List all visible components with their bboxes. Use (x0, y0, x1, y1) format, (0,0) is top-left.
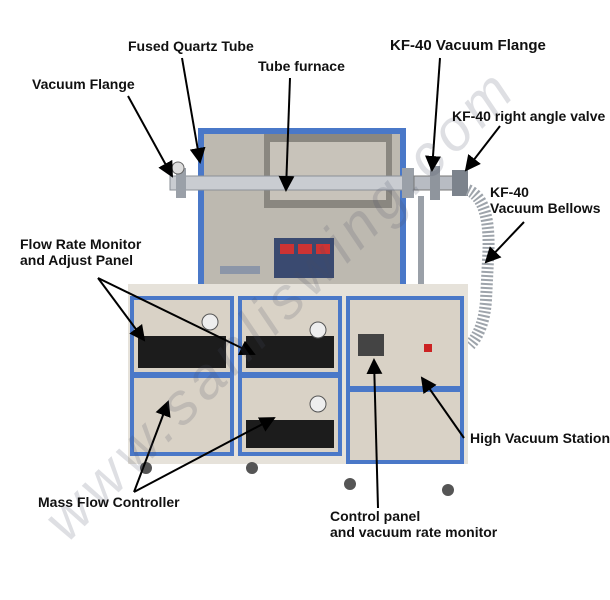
arrow-kf40-bellows (484, 221, 525, 264)
label-high-vacuum-station: High Vacuum Station (470, 430, 610, 446)
left-vacuum-flange (176, 168, 186, 198)
right-flange (402, 168, 414, 198)
left-pressure-gauge (201, 313, 219, 331)
label-control-panel-line1: Control panel (330, 508, 421, 524)
caster-wheel (344, 478, 356, 490)
label-kf40-bellows-line2: Vacuum Bellows (490, 200, 601, 216)
high-vacuum-station (350, 392, 460, 460)
middle-mfc-gauge (309, 395, 327, 413)
label-fused-quartz-tube: Fused Quartz Tube (128, 38, 254, 54)
middle-flow-display (246, 336, 334, 368)
tube-furnace (198, 128, 406, 298)
arrow-kf40-vacuum-flange (425, 57, 441, 172)
callout-arrows (97, 57, 525, 509)
left-flow-display (138, 336, 226, 368)
arrow-fused-quartz-tube (181, 57, 206, 164)
arrow-mfc-middle (133, 417, 276, 493)
middle-mfc-display (246, 420, 334, 448)
caster-wheel (246, 462, 258, 474)
arrow-flow-panel-middle (97, 277, 256, 356)
label-kf40-bellows-line1: KF-40 (490, 184, 529, 200)
kf40-right-angle-valve (452, 170, 468, 196)
label-control-panel-line2: and vacuum rate monitor (330, 524, 498, 540)
arrow-tube-furnace (278, 77, 295, 192)
arrow-control-panel (366, 358, 383, 509)
label-tube-furnace: Tube furnace (258, 58, 345, 74)
power-switch (424, 344, 432, 352)
arrow-vacuum-flange (127, 95, 173, 178)
arrow-flow-panel-left (97, 277, 146, 342)
support-rod (418, 196, 424, 286)
kf40-vacuum-flange (430, 166, 440, 200)
label-kf40-right-angle-valve: KF-40 right angle valve (452, 108, 606, 124)
label-flow-rate-line2: and Adjust Panel (20, 252, 134, 268)
arrow-mfc-left (133, 400, 171, 493)
lower-cabinet (128, 284, 468, 496)
fused-quartz-tube (169, 175, 411, 191)
label-vacuum-flange: Vacuum Flange (32, 76, 135, 92)
label-kf40-vacuum-flange: KF-40 Vacuum Flange (390, 37, 546, 54)
label-flow-rate-line1: Flow Rate Monitor (20, 236, 142, 252)
furnace-display (280, 244, 294, 254)
left-mass-flow-controller (134, 378, 230, 452)
furnace-display (316, 244, 330, 254)
label-mass-flow-controller: Mass Flow Controller (38, 494, 180, 510)
kf40-vacuum-bellows (465, 184, 495, 350)
furnace-display (298, 244, 312, 254)
vacuum-rate-monitor (358, 334, 384, 356)
caster-wheel (442, 484, 454, 496)
left-gauge (171, 161, 185, 175)
arrow-high-vacuum-station (420, 376, 465, 439)
arrow-kf40-right-angle-valve (464, 125, 501, 172)
middle-pressure-gauge (309, 321, 327, 339)
furnace-nameplate (220, 266, 260, 274)
